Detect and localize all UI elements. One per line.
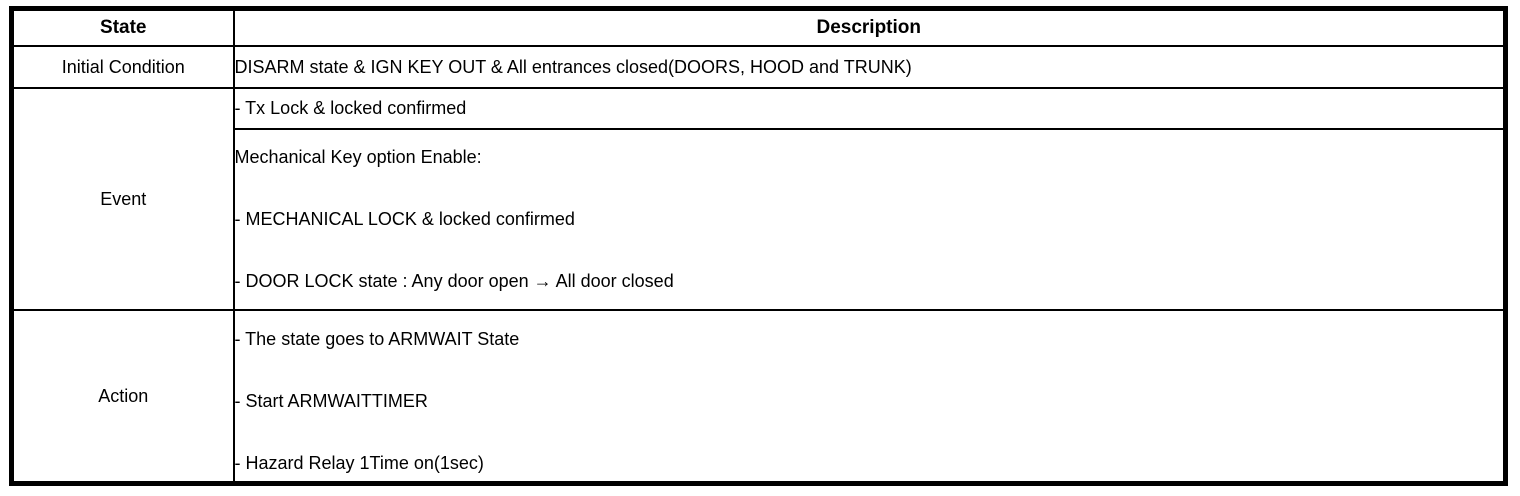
- action-line-3: - Hazard Relay 1Time on(1sec): [234, 452, 484, 473]
- mechanical-key-line-2: - MECHANICAL LOCK & locked confirmed: [234, 209, 575, 229]
- table-row-event-tx-lock: Event - Tx Lock & locked confirmed: [10, 86, 1507, 311]
- action-line-1: - The state goes to ARMWAIT State: [234, 328, 520, 349]
- event-label: Event: [10, 86, 235, 311]
- table-row-event-mechanical-key: Mechanical Key option Enable: - MECHANIC…: [12, 127, 1507, 311]
- header-cell-description: Description: [232, 7, 1507, 47]
- event-mechanical-key-description: Mechanical Key option Enable: - MECHANIC…: [232, 127, 1507, 311]
- event-tx-lock-description: - Tx Lock & locked confirmed: [232, 86, 1507, 130]
- table-row-action: Action - The state goes to ARMWAIT State…: [10, 308, 1507, 485]
- mechanical-key-line-3: - DOOR LOCK state : Any door open → All …: [234, 271, 674, 291]
- mechanical-key-line-1: Mechanical Key option Enable:: [234, 147, 482, 167]
- initial-condition-label: Initial Condition: [10, 44, 235, 89]
- header-cell-state: State: [10, 7, 235, 47]
- action-line-2: - Start ARMWAITTIMER: [234, 390, 428, 411]
- state-description-table: State Description Initial Condition DISA…: [9, 6, 1508, 486]
- action-label: Action: [10, 308, 235, 485]
- table-header-row: State Description: [10, 7, 1507, 47]
- initial-condition-description: DISARM state & IGN KEY OUT & All entranc…: [232, 44, 1507, 89]
- state-description-table-container: State Description Initial Condition DISA…: [9, 6, 1508, 486]
- table-row-initial-condition: Initial Condition DISARM state & IGN KEY…: [10, 44, 1507, 89]
- action-description: - The state goes to ARMWAIT State - Star…: [232, 308, 1507, 485]
